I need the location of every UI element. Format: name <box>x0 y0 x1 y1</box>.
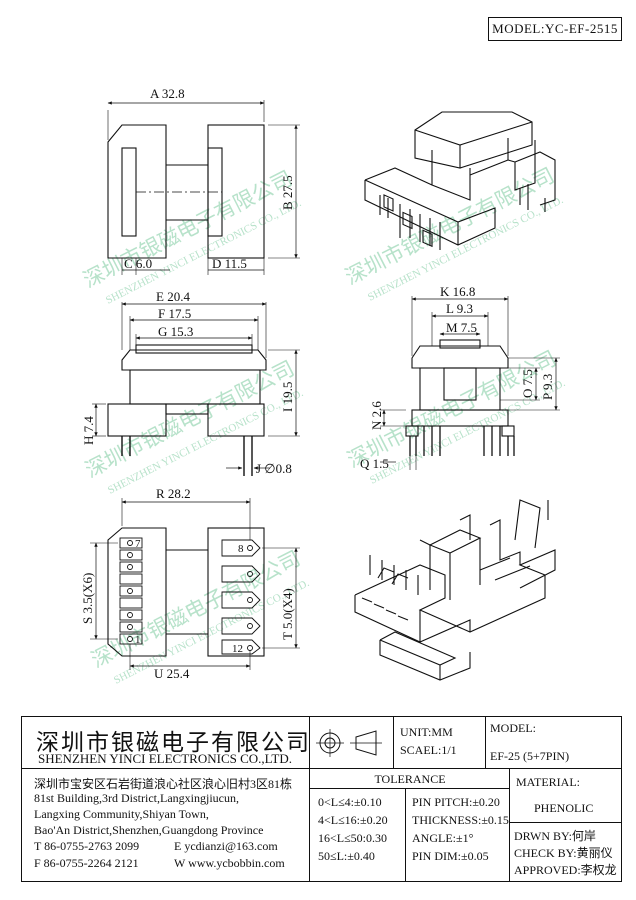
dim-g: G 15.3 <box>158 324 193 339</box>
company-name-cn: 深圳市银磁电子有限公司 <box>36 730 311 755</box>
third-angle-projection-icon <box>316 729 382 757</box>
dim-t: T 5.0(X4) <box>280 588 295 640</box>
tolerance-item: 0<L≤4:±0.10 <box>318 795 382 809</box>
projection-symbol-cell <box>310 717 394 769</box>
dim-h: H 7.4 <box>81 416 96 445</box>
address-line: 深圳市宝安区石岩街道浪心社区浪心旧村3区81栋 <box>34 777 293 791</box>
top-view <box>107 100 300 275</box>
dim-q: Q 1.5 <box>360 456 389 471</box>
dim-b: B 27.5 <box>280 175 295 210</box>
dim-u: U 25.4 <box>154 666 190 681</box>
dim-i: I 19.5 <box>280 382 295 412</box>
material-label: MATERIAL: <box>516 775 580 789</box>
tolerance-header-cell: TOLERANCE <box>310 769 510 789</box>
model-label: MODEL:YC-EF-2515 <box>488 17 622 41</box>
company-cell: 深圳市银磁电子有限公司 SHENZHEN YINCI ELECTRONICS C… <box>22 717 310 769</box>
tolerance-item: 4<L≤16:±0.20 <box>318 813 388 827</box>
address-line: Langxing Community,Shiyan Town, <box>34 807 209 821</box>
material-value: PHENOLIC <box>534 801 594 815</box>
dim-n: N 2.6 <box>369 401 384 430</box>
pin-label-12: 12 <box>232 643 243 655</box>
approved-by: APPROVED:李权龙 <box>514 863 617 877</box>
tolerance-item: THICKNESS:±0.15 <box>412 813 509 827</box>
model-label-cell: MODEL: <box>490 721 536 735</box>
iso-view-top <box>364 111 556 250</box>
iso-view-bottom <box>354 499 556 681</box>
signature-cell: DRWN BY:何岸 CHECK BY:黄丽仪 APPROVED:李权龙 <box>510 823 621 881</box>
dim-r: R 28.2 <box>156 486 191 501</box>
watermarks: 深圳市银磁电子有限公司 SHENZHEN YINCI ELECTRONICS C… <box>79 163 567 686</box>
tolerance-right-cell: PIN PITCH:±0.20 THICKNESS:±0.15 ANGLE:±1… <box>406 789 510 881</box>
dim-f: F 17.5 <box>158 306 191 321</box>
dim-s: S 3.5(X6) <box>80 573 95 624</box>
drawn-by: DRWN BY:何岸 <box>514 829 596 843</box>
pin-label-8: 8 <box>238 543 244 555</box>
dimension-labels: A 32.8 B 27.5 C 6.0 D 11.5 E 20.4 F 17.5… <box>80 86 555 681</box>
website: W www.ycbobbin.com <box>174 856 285 870</box>
address-line: Bao'An District,Shenzhen,Guangdong Provi… <box>34 823 264 837</box>
watermark-cn: 深圳市银磁电子有限公司 <box>341 163 558 289</box>
dim-e: E 20.4 <box>156 289 190 304</box>
tolerance-item: PIN PITCH:±0.20 <box>412 795 500 809</box>
tolerance-item: 16<L≤50:0.30 <box>318 831 388 845</box>
company-name-en: SHENZHEN YINCI ELECTRONICS CO.,LTD. <box>38 751 292 766</box>
dim-c: C 6.0 <box>124 256 152 271</box>
tolerance-item: 50≤L:±0.40 <box>318 849 375 863</box>
tolerance-item: PIN DIM:±0.05 <box>412 849 489 863</box>
checked-by: CHECK BY:黄丽仪 <box>514 846 613 860</box>
address-line: 81st Building,3rd District,Langxingjiucu… <box>34 791 239 805</box>
pin-label-1: 1 <box>135 634 141 646</box>
dim-o: O 7.5 <box>520 369 535 398</box>
dim-l: L 9.3 <box>446 301 473 316</box>
bottom-view <box>90 498 300 670</box>
material-cell: MATERIAL: PHENOLIC <box>510 769 621 823</box>
side-view <box>380 296 560 470</box>
tolerance-header: TOLERANCE <box>374 772 446 786</box>
fax: F 86-0755-2264 2121 <box>34 856 139 870</box>
tolerance-left-cell: 0<L≤4:±0.10 4<L≤16:±0.20 16<L≤50:0.30 50… <box>310 789 406 881</box>
tolerance-item: ANGLE:±1° <box>412 831 474 845</box>
model-cell: MODEL: EF-25 (5+7PIN) <box>486 717 621 769</box>
pin-label-7: 7 <box>135 538 141 550</box>
address-cell: 深圳市宝安区石岩街道浪心社区浪心旧村3区81栋 81st Building,3r… <box>22 769 310 881</box>
tel: T 86-0755-2763 2099 <box>34 839 140 853</box>
dim-k: K 16.8 <box>440 284 475 299</box>
unit-scale-cell: UNIT:MM SCAEL:1/1 <box>394 717 486 769</box>
front-view <box>92 302 300 476</box>
dim-d: D 11.5 <box>212 256 247 271</box>
dim-m: M 7.5 <box>446 320 477 335</box>
dim-j: J ∅0.8 <box>256 461 292 476</box>
dim-p: P 9.3 <box>540 374 555 400</box>
dim-a: A 32.8 <box>150 86 185 101</box>
model-value: EF-25 (5+7PIN) <box>490 749 570 763</box>
drawing-canvas: 深圳市银磁电子有限公司 SHENZHEN YINCI ELECTRONICS C… <box>79 86 567 687</box>
email: E ycdianzi@163.com <box>174 839 278 853</box>
scale: SCAEL:1/1 <box>400 743 457 757</box>
unit: UNIT:MM <box>400 725 453 739</box>
title-block: 深圳市银磁电子有限公司 SHENZHEN YINCI ELECTRONICS C… <box>21 716 622 882</box>
